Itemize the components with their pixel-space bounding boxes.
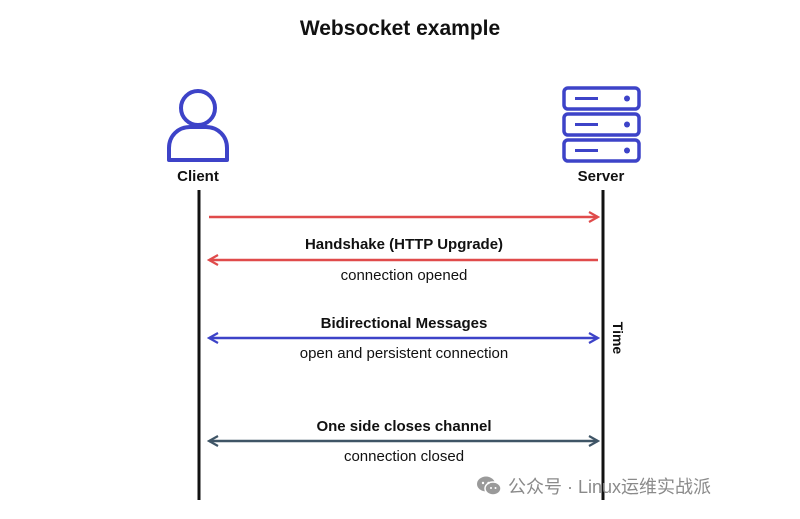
watermark-text: 公众号 · Linux运维实战派 bbox=[508, 477, 712, 497]
time-axis-label: Time bbox=[610, 321, 626, 355]
watermark: 公众号 · Linux运维实战派 bbox=[476, 473, 711, 499]
bidirectional-sublabel: open and persistent connection bbox=[299, 345, 509, 362]
bidirectional-label: Bidirectional Messages bbox=[320, 315, 488, 332]
handshake-sublabel: connection opened bbox=[340, 267, 468, 284]
client-label: Client bbox=[177, 168, 219, 185]
handshake-label: Handshake (HTTP Upgrade) bbox=[304, 236, 504, 253]
close-sublabel: connection closed bbox=[343, 448, 465, 465]
wechat-icon bbox=[477, 476, 502, 496]
server-icon bbox=[562, 86, 641, 163]
diagram-title: Websocket example bbox=[299, 17, 501, 40]
client-user-icon bbox=[167, 89, 229, 162]
server-label: Server bbox=[577, 168, 625, 185]
close-label: One side closes channel bbox=[316, 418, 492, 435]
